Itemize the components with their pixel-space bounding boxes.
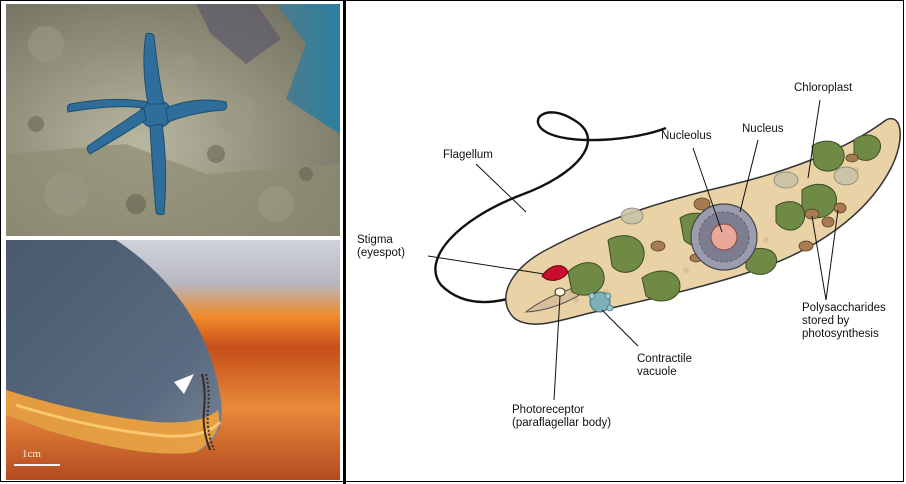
contractile-vacuole bbox=[589, 292, 613, 312]
scale-bar bbox=[14, 464, 60, 466]
label-flagellum: Flagellum bbox=[443, 149, 493, 162]
label-chloroplast: Chloroplast bbox=[794, 82, 852, 95]
euglena-diagram bbox=[346, 0, 904, 484]
label-nucleus: Nucleus bbox=[742, 123, 784, 136]
starfish-photo bbox=[6, 4, 340, 236]
label-contractile-vacuole: Contractile vacuole bbox=[637, 353, 692, 379]
label-stigma: Stigma (eyespot) bbox=[357, 234, 405, 260]
leader-contractile bbox=[602, 310, 638, 346]
photoreceptor bbox=[555, 288, 565, 296]
label-photoreceptor: Photoreceptor (paraflagellar body) bbox=[512, 404, 611, 430]
label-polysaccharides: Polysaccharides stored by photosynthesis bbox=[802, 302, 886, 341]
nucleolus bbox=[711, 224, 737, 250]
nucleus bbox=[691, 204, 757, 270]
label-nucleolus: Nucleolus bbox=[661, 130, 712, 143]
organism-closeup-photo: 1cm bbox=[6, 240, 340, 480]
scale-bar-label: 1cm bbox=[22, 448, 41, 460]
